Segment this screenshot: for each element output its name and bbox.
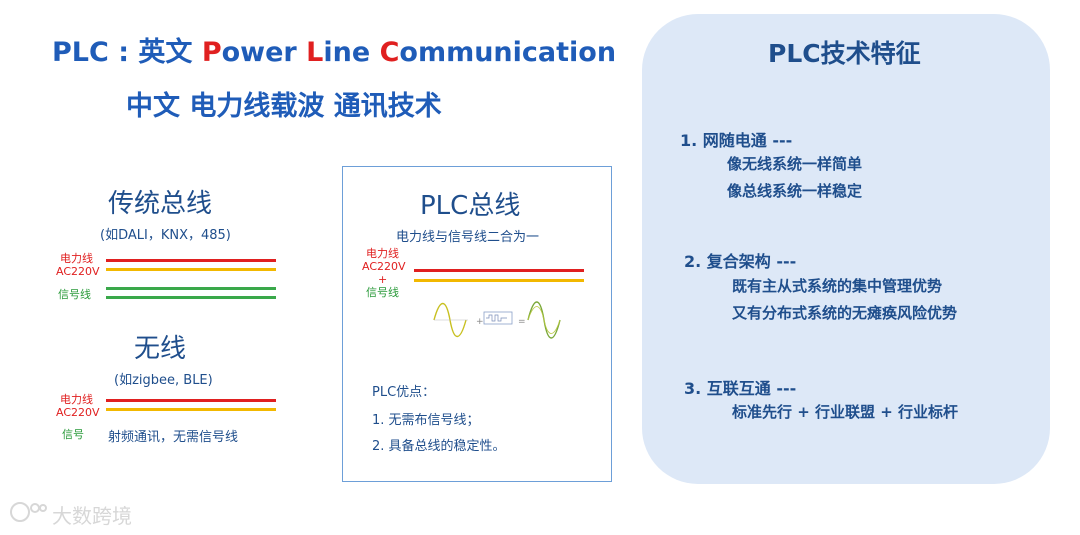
plc-line-yellow: [414, 279, 584, 282]
plc-plus-label: +: [378, 273, 388, 286]
title-letter-l: L: [306, 37, 324, 68]
carrier-wave-icon: [433, 302, 468, 338]
title-word-ommunication: ommunication: [399, 37, 617, 68]
power-line-red: [106, 259, 276, 262]
power-line-label: 电力线: [60, 252, 93, 265]
title-chinese: 中文 电力线载波 通讯技术: [126, 91, 442, 122]
feature-line: 标准先行 + 行业联盟 + 行业标杆: [732, 403, 959, 421]
plc-ac220v-label: AC220V: [362, 260, 406, 273]
signal-wave-icon: [483, 311, 513, 325]
wireless-signal-label: 信号: [62, 428, 84, 441]
signal-line-label: 信号线: [58, 288, 91, 301]
power-line-yellow: [106, 268, 276, 271]
traditional-bus-title: 传统总线: [108, 189, 213, 219]
title-english: PLC : 英文 Power Line Communication: [52, 30, 616, 69]
plc-line-red: [414, 269, 584, 272]
wireless-power-line-yellow: [106, 408, 276, 411]
features-title: PLC技术特征: [768, 39, 921, 68]
traditional-bus-subtitle: (如DALI，KNX，485): [100, 228, 231, 243]
title-letter-c: C: [379, 37, 400, 68]
title-word-ine: ine: [323, 37, 380, 68]
feature-heading-3: 3. 互联互通 ---: [684, 379, 797, 398]
feature-heading-1: 1. 网随电通 ---: [680, 131, 793, 150]
features-panel: [642, 14, 1050, 484]
title-letter-p: P: [201, 37, 222, 68]
feature-line: 既有主从式系统的集中管理优势: [732, 277, 943, 295]
feature-line: 又有分布式系统的无瘫痪风险优势: [732, 304, 958, 322]
title-prefix: PLC : 英文: [52, 37, 202, 68]
modulated-wave-icon: [527, 301, 561, 339]
plc-power-label: 电力线: [366, 247, 399, 260]
plc-bus-box: [342, 166, 612, 482]
wireless-subtitle: (如zigbee, BLE): [114, 373, 213, 388]
wireless-title: 无线: [134, 334, 187, 364]
wireless-ac220v-label: AC220V: [56, 406, 100, 419]
plc-signal-label: 信号线: [366, 286, 399, 299]
plc-modulation-diagram: + =: [433, 301, 561, 339]
feature-line: 像无线系统一样简单: [727, 155, 863, 173]
wireless-power-label: 电力线: [60, 393, 93, 406]
svg-text:+: +: [476, 317, 484, 327]
feature-heading-2: 2. 复合架构 ---: [684, 252, 797, 271]
wireless-power-line-red: [106, 399, 276, 402]
wireless-note: 射频通讯，无需信号线: [108, 430, 239, 445]
signal-line-green-1: [106, 287, 276, 290]
plc-advantages-title: PLC优点：: [372, 385, 436, 400]
plc-bus-subtitle: 电力线与信号线二合为一: [396, 230, 540, 245]
plc-bus-title: PLC总线: [420, 191, 521, 221]
feature-line: 像总线系统一样稳定: [727, 182, 863, 200]
watermark: 大数跨境: [8, 500, 132, 529]
svg-text:=: =: [518, 317, 526, 327]
ac220v-label: AC220V: [56, 265, 100, 278]
signal-line-green-2: [106, 296, 276, 299]
plc-advantage-item: 1. 无需布信号线；: [372, 413, 480, 428]
watermark-logo-icon: [8, 500, 48, 529]
title-word-ower: ower: [221, 37, 307, 68]
watermark-text: 大数跨境: [52, 504, 132, 528]
plc-advantage-item: 2. 具备总线的稳定性。: [372, 439, 506, 454]
